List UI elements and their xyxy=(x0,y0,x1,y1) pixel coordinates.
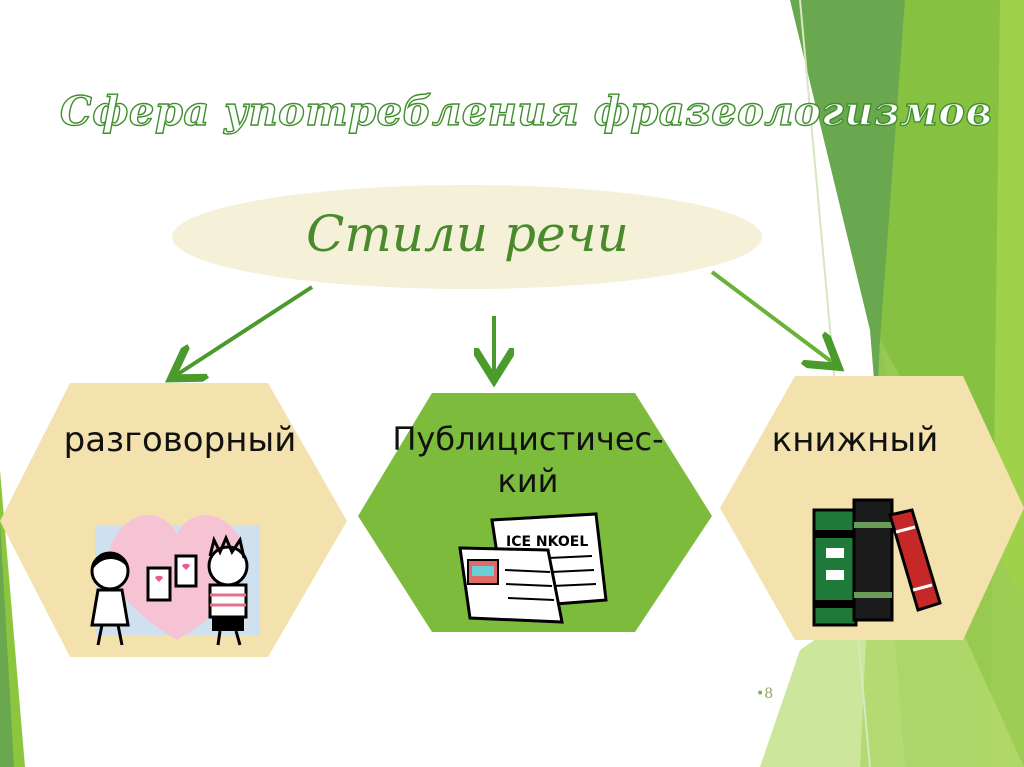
svg-text:ICE NKOEL: ICE NKOEL xyxy=(506,534,588,550)
newspapers-icon: ICE NKOEL xyxy=(458,512,608,624)
deco-panel-lower xyxy=(760,560,1024,767)
hex-colloquial xyxy=(0,383,347,657)
arrow-right xyxy=(710,270,832,362)
books-icon xyxy=(812,498,942,627)
style-label-bookish: книжный xyxy=(771,420,939,460)
style-label-publicistic-line1: Публицистичес- xyxy=(392,420,664,458)
deco-left-strip-2 xyxy=(0,520,14,767)
hex-publicistic xyxy=(358,393,712,632)
center-ellipse xyxy=(172,185,762,289)
center-label: Стили речи xyxy=(306,205,629,263)
slide-title: Сфера употребления фразеологизмов xyxy=(59,87,993,135)
friends-heart-icon xyxy=(90,515,260,646)
page-number: •8 xyxy=(756,686,774,702)
style-label-publicistic: Публицистичес- кий xyxy=(378,418,678,502)
arrow-left xyxy=(178,285,314,374)
style-label-colloquial: разговорный xyxy=(63,420,297,460)
style-label-publicistic-line2: кий xyxy=(497,462,559,500)
